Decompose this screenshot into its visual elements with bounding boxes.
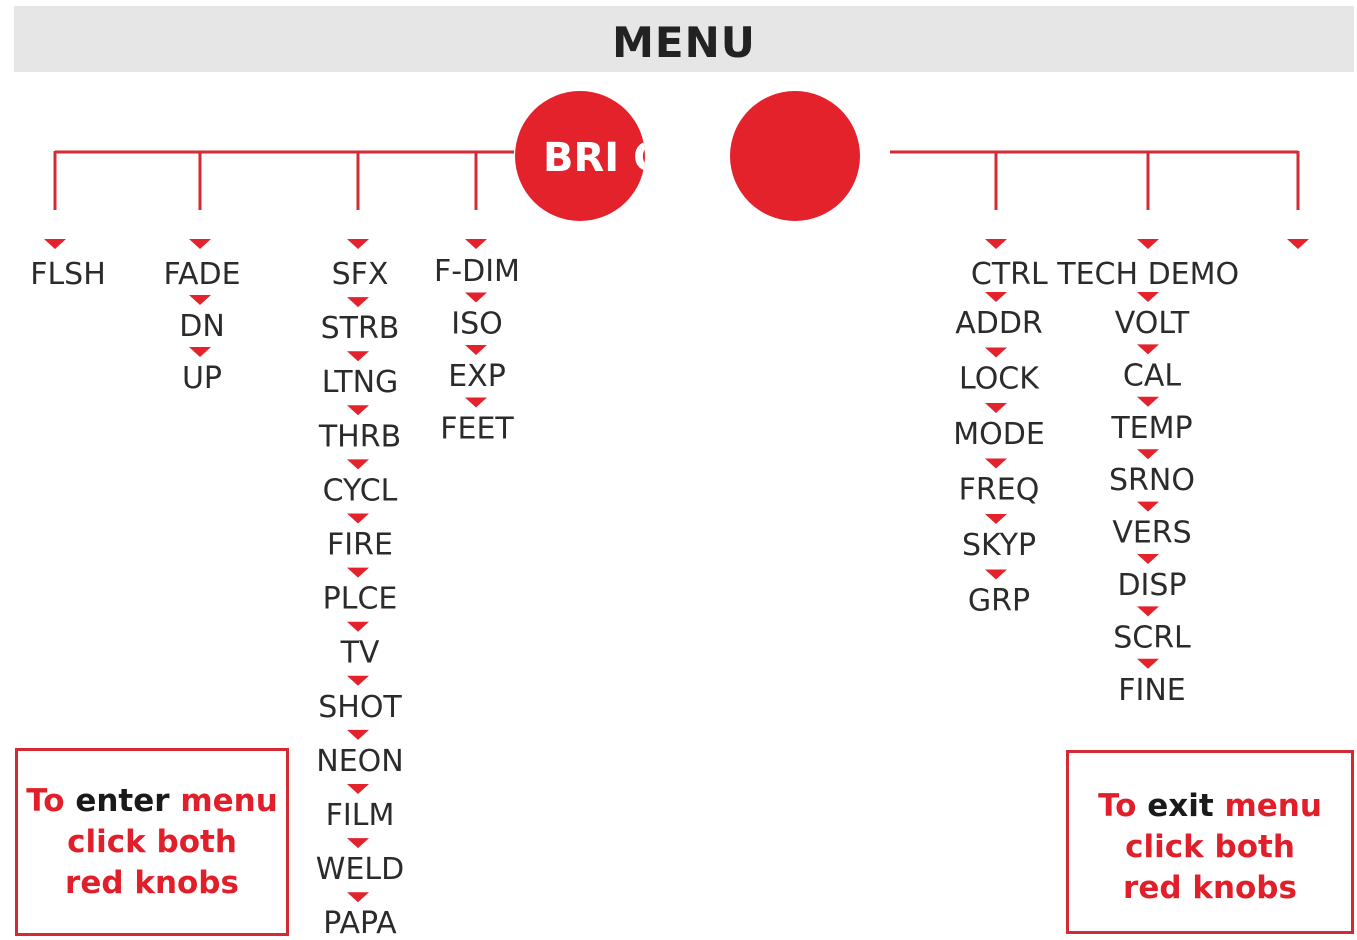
down-arrow-icon [985, 569, 1007, 580]
down-arrow-icon [347, 675, 369, 686]
exit-note-menu: menu [1224, 788, 1322, 824]
exit-menu-note: To exit menu click both red knobs [1066, 750, 1354, 934]
menu-item-up[interactable]: UP [182, 361, 222, 396]
enter-note-line1: To enter menu [18, 781, 286, 822]
menu-item-weld[interactable]: WELD [316, 852, 404, 887]
enter-note-menu: menu [180, 783, 278, 819]
down-arrow-icon [347, 297, 369, 308]
menu-item-vers[interactable]: VERS [1112, 516, 1191, 551]
down-arrow-icon [1137, 239, 1159, 249]
menu-row-ctrl-tech-demo[interactable]: CTRL TECH DEMO [971, 257, 1239, 292]
exit-note-line3: red knobs [1123, 870, 1297, 906]
down-arrow-icon [1137, 554, 1159, 564]
down-arrow-icon [465, 397, 487, 408]
menu-item-feet[interactable]: FEET [440, 412, 514, 447]
menu-item-addr[interactable]: ADDR [955, 306, 1043, 341]
menu-item-ltng[interactable]: LTNG [322, 365, 399, 400]
menu-item-fire[interactable]: FIRE [327, 528, 393, 563]
down-arrow-icon [1137, 396, 1159, 407]
menu-item-tv[interactable]: TV [340, 636, 380, 671]
menu-item-lock[interactable]: LOCK [959, 362, 1040, 397]
down-arrow-icon [347, 351, 369, 362]
menu-item-sfx[interactable]: SFX [332, 257, 389, 292]
menu-item-strb[interactable]: STRB [321, 311, 400, 346]
menu-item-disp[interactable]: DISP [1117, 568, 1186, 603]
down-arrow-icon [347, 892, 369, 903]
page-title: MENU [612, 18, 756, 67]
down-arrow-icon [985, 458, 1007, 469]
enter-menu-note: To enter menu click both red knobs [15, 748, 289, 936]
menu-item-flsh[interactable]: FLSH [30, 257, 106, 292]
menu-item-mode[interactable]: MODE [953, 417, 1045, 452]
menu-item-dn[interactable]: DN [179, 309, 225, 344]
menu-item-shot[interactable]: SHOT [318, 690, 402, 725]
exit-note-keyword: exit [1147, 788, 1214, 824]
menu-item-freq[interactable]: FREQ [959, 473, 1040, 508]
menu-item-papa[interactable]: PAPA [323, 906, 397, 940]
menu-item-skyp[interactable]: SKYP [962, 528, 1036, 563]
down-arrow-icon [1137, 292, 1159, 302]
right-menu-items: CTRL TECH DEMO ADDR LOCK MODE FREQ SKYP GRP VOL… [953, 239, 1309, 708]
menu-item-scrl[interactable]: SCRL [1113, 620, 1191, 655]
menu-item-neon[interactable]: NEON [316, 744, 403, 779]
enter-note-line3: red knobs [65, 865, 239, 901]
exit-note-to: To [1098, 788, 1137, 824]
menu-item-srno[interactable]: SRNO [1109, 463, 1195, 498]
right-red-knob[interactable] [730, 91, 860, 221]
down-arrow-icon [465, 292, 487, 303]
enter-note-line2: click both [67, 824, 237, 860]
down-arrow-icon [189, 239, 211, 249]
down-arrow-icon [347, 239, 369, 249]
menu-item-iso[interactable]: ISO [451, 307, 503, 342]
exit-note-line2: click both [1125, 829, 1295, 865]
left-knob-label: BRI C [543, 135, 662, 181]
down-arrow-icon [347, 838, 369, 849]
menu-item-film[interactable]: FILM [326, 798, 395, 833]
left-tree-connectors [53, 150, 514, 210]
down-arrow-icon [189, 347, 211, 357]
right-tree-connectors [890, 150, 1300, 210]
down-arrow-icon [985, 403, 1007, 413]
down-arrow-icon [1287, 239, 1309, 249]
menu-item-fine[interactable]: FINE [1118, 673, 1186, 708]
down-arrow-icon [347, 567, 369, 578]
down-arrow-icon [985, 292, 1007, 302]
down-arrow-icon [465, 345, 487, 355]
left-red-knob[interactable]: BRI C [515, 91, 662, 221]
down-arrow-icon [985, 239, 1007, 249]
down-arrow-icon [1137, 606, 1159, 617]
down-arrow-icon [347, 459, 369, 470]
down-arrow-icon [347, 729, 369, 740]
down-arrow-icon [347, 784, 369, 794]
down-arrow-icon [1137, 501, 1159, 512]
down-arrow-icon [1137, 658, 1159, 669]
enter-note-to: To [26, 783, 65, 819]
menu-item-cal[interactable]: CAL [1123, 358, 1181, 393]
enter-note-keyword: enter [75, 783, 170, 819]
menu-item-exp[interactable]: EXP [448, 359, 506, 394]
down-arrow-icon [1137, 344, 1159, 355]
menu-item-temp[interactable]: TEMP [1110, 411, 1192, 446]
down-arrow-icon [189, 295, 211, 305]
menu-item-fade[interactable]: FADE [163, 257, 240, 292]
left-knob-circle[interactable] [515, 91, 645, 221]
down-arrow-icon [985, 347, 1007, 358]
menu-item-volt[interactable]: VOLT [1115, 306, 1190, 341]
left-menu-items: FLSH FADE DN UP SFX STRB LTNG THRB CYCL FIRE PLCE T… [30, 239, 520, 940]
menu-header: MENU [14, 6, 1354, 72]
down-arrow-icon [347, 405, 369, 416]
menu-item-thrb[interactable]: THRB [318, 419, 401, 454]
menu-item-f-dim[interactable]: F-DIM [434, 254, 520, 289]
menu-item-grp[interactable]: GRP [968, 584, 1030, 619]
down-arrow-icon [347, 513, 369, 524]
exit-note-line1: To exit menu [1069, 786, 1351, 827]
down-arrow-icon [985, 514, 1007, 524]
menu-item-cycl[interactable]: CYCL [323, 473, 398, 508]
down-arrow-icon [347, 621, 369, 632]
down-arrow-icon [465, 239, 487, 249]
down-arrow-icon [44, 239, 66, 249]
menu-item-plce[interactable]: PLCE [323, 582, 398, 617]
down-arrow-icon [1137, 449, 1159, 460]
